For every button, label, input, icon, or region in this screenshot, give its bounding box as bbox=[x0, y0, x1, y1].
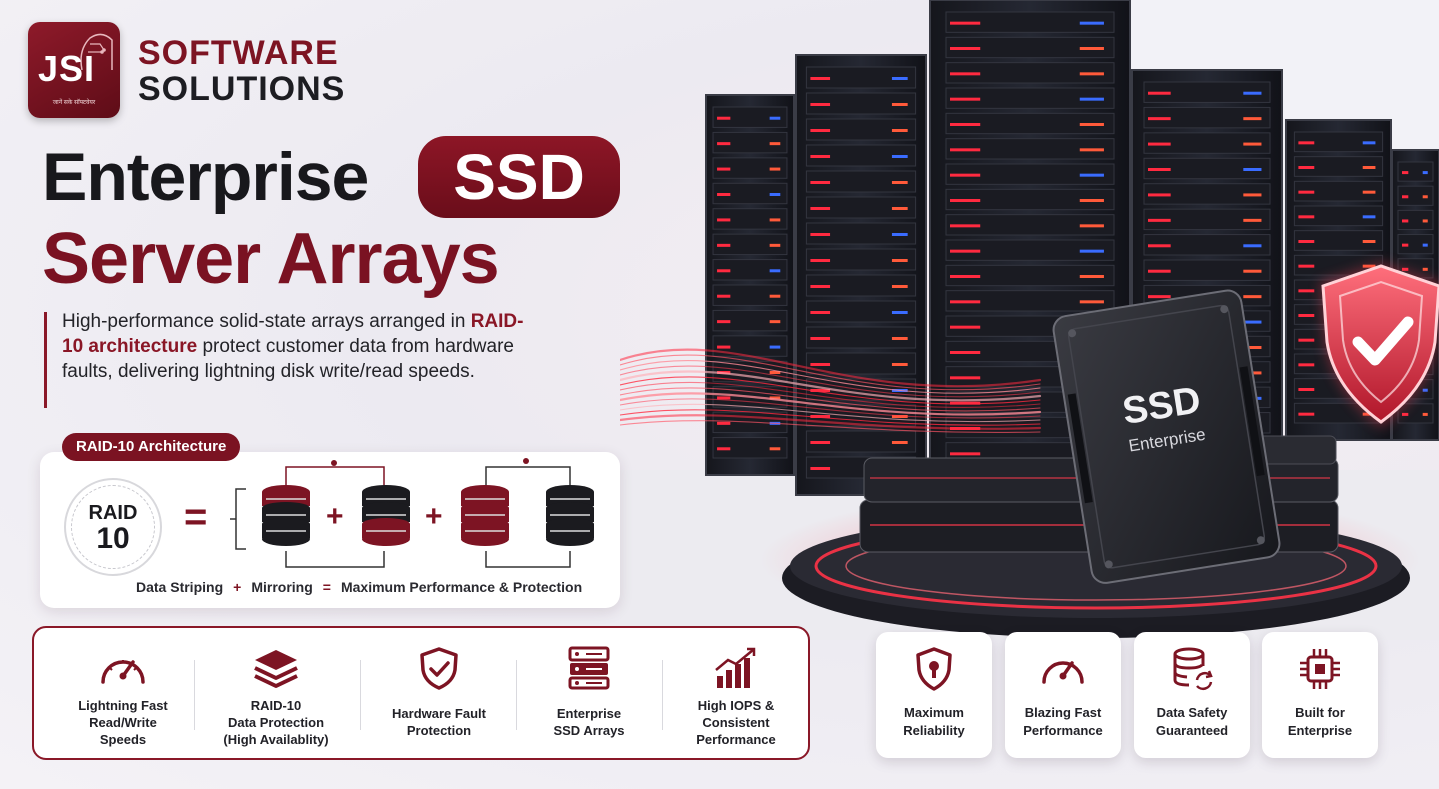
logo-tagline: जानें सके सॉफ्टवेयर bbox=[52, 100, 96, 106]
divider bbox=[516, 660, 517, 730]
card-built-for-enterprise: Built for Enterprise bbox=[1262, 632, 1378, 758]
divider bbox=[360, 660, 361, 730]
server-icon bbox=[568, 646, 610, 690]
lock-shield-icon bbox=[916, 647, 952, 691]
shield-check-icon bbox=[1320, 262, 1439, 428]
raid-badge-top: RAID bbox=[88, 502, 138, 524]
card-label: Enterprise bbox=[1287, 723, 1353, 738]
caption-equals: = bbox=[322, 579, 331, 595]
feature-label: Read/Write bbox=[89, 715, 157, 730]
speedometer-icon bbox=[1042, 661, 1084, 684]
description-part1: High-performance solid-state arrays arra… bbox=[62, 311, 471, 332]
disk-stack-icon bbox=[546, 485, 594, 546]
cpu-chip-icon bbox=[1300, 649, 1340, 689]
description-part2: protect customer data from hardware faul… bbox=[62, 336, 514, 382]
description-highlight: RAID-10 architecture bbox=[62, 311, 524, 357]
card-label: Built for bbox=[1295, 705, 1345, 720]
feature-label: (High Availablity) bbox=[223, 732, 329, 747]
caption-data-striping: Data Striping bbox=[136, 579, 224, 595]
bar-chart-icon bbox=[715, 647, 756, 688]
feature-enterprise-arrays: Enterprise SSD Arrays bbox=[518, 628, 660, 758]
server-rack bbox=[795, 54, 927, 496]
logo-text: JSI bbox=[38, 48, 96, 89]
feature-hardware-fault: Hardware Fault Protection bbox=[362, 628, 516, 758]
card-data-safety: Data Safety Guaranteed bbox=[1134, 632, 1250, 758]
raid-equals-sign: = bbox=[184, 495, 208, 539]
caption-plus: + bbox=[233, 579, 242, 595]
feature-label: Lightning Fast bbox=[78, 698, 168, 713]
raid-architecture-pill: RAID-10 Architecture bbox=[62, 433, 241, 461]
speedometer-icon bbox=[101, 660, 145, 684]
circuit-head-icon bbox=[80, 33, 113, 71]
raid-plus-sign: + bbox=[425, 500, 443, 533]
raid-caption: Data Striping + Mirroring = Maximum Performa… bbox=[136, 579, 582, 595]
divider bbox=[194, 660, 195, 730]
feature-label: Data Protection bbox=[227, 715, 325, 730]
card-label: Blazing Fast bbox=[1024, 705, 1102, 720]
card-maximum-reliability: Maximum Reliability bbox=[876, 632, 992, 758]
feature-raid10-protection: RAID-10 Data Protection (High Availablit… bbox=[196, 628, 356, 758]
feature-label: Speeds bbox=[99, 732, 147, 747]
feature-label: SSD Arrays bbox=[553, 723, 625, 738]
disk-stack-icon bbox=[362, 485, 410, 546]
headline-enterprise: Enterprise bbox=[42, 139, 369, 215]
card-label: Guaranteed bbox=[1155, 723, 1229, 738]
raid-connectors bbox=[230, 458, 571, 568]
feature-label: Performance bbox=[696, 732, 776, 747]
description-text: High-performance solid-state arrays arra… bbox=[62, 309, 532, 384]
feature-label: Protection bbox=[406, 723, 472, 738]
feature-high-iops: High IOPS & Consistent Performance bbox=[664, 628, 808, 758]
brand-name-line2: SOLUTIONS bbox=[138, 70, 346, 108]
server-rack bbox=[705, 94, 795, 476]
brand-name-line1: SOFTWARE bbox=[138, 34, 339, 72]
feature-label: Consistent bbox=[702, 715, 770, 730]
card-label: Performance bbox=[1023, 723, 1103, 738]
server-scene-illustration: SSD Enterprise bbox=[620, 0, 1439, 640]
description-accent-bar bbox=[44, 312, 47, 408]
caption-mirroring: Mirroring bbox=[251, 579, 313, 595]
card-label: Maximum bbox=[904, 705, 964, 720]
raid-badge-bottom: 10 bbox=[96, 522, 130, 555]
feature-label: Enterprise bbox=[556, 706, 622, 721]
raid-plus-sign: + bbox=[326, 500, 344, 533]
company-logo: JSI जानें सके सॉफ्टवेयर bbox=[28, 22, 120, 118]
disk-stack-icon bbox=[461, 485, 509, 546]
feature-label: RAID-10 bbox=[250, 698, 302, 713]
database-sync-icon bbox=[1173, 647, 1213, 691]
shield-check-icon bbox=[420, 647, 458, 690]
feature-label: Hardware Fault bbox=[392, 706, 486, 721]
card-label: Reliability bbox=[903, 723, 965, 738]
layers-icon bbox=[254, 650, 298, 688]
card-label: Data Safety bbox=[1156, 705, 1228, 720]
feature-lightning-fast: Lightning Fast Read/Write Speeds bbox=[48, 628, 198, 758]
caption-result: Maximum Performance & Protection bbox=[340, 579, 583, 595]
headline-ssd-pill: SSD bbox=[418, 136, 620, 218]
headline-server-arrays: Server Arrays bbox=[42, 219, 500, 299]
divider bbox=[662, 660, 663, 730]
feature-label: High IOPS & bbox=[697, 698, 775, 713]
features-panel: Lightning Fast Read/Write Speeds RAID-10… bbox=[32, 626, 810, 760]
card-blazing-fast: Blazing Fast Performance bbox=[1005, 632, 1121, 758]
disk-stack-icon bbox=[262, 485, 310, 546]
raid-10-badge: RAID 10 bbox=[64, 478, 162, 576]
